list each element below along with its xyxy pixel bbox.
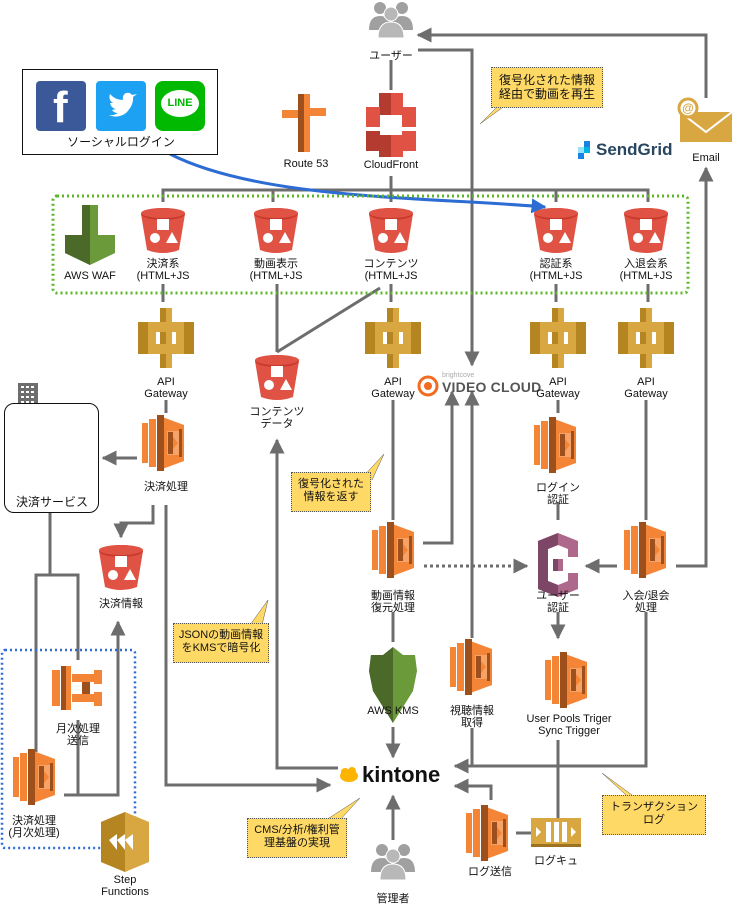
kintone-logo: kintone bbox=[362, 762, 441, 787]
payment-service-label: 決済サービス bbox=[15, 495, 89, 509]
users-icon bbox=[368, 1, 414, 39]
s3-payment-info-label: 決済情報 bbox=[99, 598, 143, 610]
sendgrid-logo-icon bbox=[578, 141, 590, 159]
lambda-member-icon bbox=[624, 522, 666, 578]
cognito-icon bbox=[538, 533, 578, 597]
cloudfront-label: CloudFront bbox=[363, 159, 419, 171]
step-functions-label: Step Functions bbox=[101, 874, 149, 898]
social-login-group: f LINE ソーシャルログイン bbox=[22, 69, 218, 155]
s3-auth-label: 認証系 (HTML+JS bbox=[529, 258, 583, 282]
note-decrypted-return: 復号化された 情報を返す bbox=[291, 472, 371, 512]
apigw-member-icon bbox=[618, 308, 674, 368]
note-cms-platform: CMS/分析/権利管 理基盤の実現 bbox=[247, 818, 347, 858]
sqs-queue-icon bbox=[531, 818, 581, 847]
apigw-auth-label: API Gateway bbox=[536, 376, 580, 400]
lambda-member-label: 入会/退会 処理 bbox=[622, 590, 670, 614]
s3-payment-label: 決済系 (HTML+JS bbox=[136, 258, 190, 282]
lambda-payment-label: 決済処理 bbox=[144, 481, 188, 493]
s3-video-label: 動画表示 (HTML+JS bbox=[249, 258, 303, 282]
waf-group bbox=[51, 194, 690, 295]
lambda-userpool-label: User Pools Triger Sync Trigger bbox=[526, 713, 612, 737]
note-pointer-tx bbox=[601, 772, 633, 796]
line-icon[interactable]: LINE bbox=[155, 81, 205, 131]
kms-label: AWS KMS bbox=[367, 705, 419, 717]
line-email-user bbox=[416, 27, 708, 98]
waf-label: AWS WAF bbox=[64, 270, 116, 282]
sendgrid-logo: SendGrid bbox=[596, 140, 673, 159]
note-transaction-log: トランザクション ログ bbox=[602, 795, 706, 835]
line-bus bbox=[161, 188, 650, 202]
line-logo-text: LINE bbox=[167, 97, 193, 109]
payment-service-box: 決済サービス bbox=[4, 403, 99, 513]
social-login-arrow bbox=[169, 152, 547, 214]
svg-text:@: @ bbox=[682, 101, 694, 115]
apigw-payment-label: API Gateway bbox=[144, 376, 188, 400]
kms-icon bbox=[369, 647, 417, 723]
kintone-logo-icon bbox=[340, 767, 358, 782]
line-user-videocloud bbox=[418, 48, 480, 367]
social-login-label: ソーシャルログイン bbox=[67, 135, 175, 149]
note-decrypted-playback: 復号化された情報 経由で動画を再生 bbox=[491, 67, 603, 108]
step-functions-group bbox=[0, 648, 137, 850]
s3-member-icon bbox=[624, 208, 668, 253]
twitter-icon[interactable] bbox=[96, 81, 146, 131]
cloudfront-icon bbox=[366, 93, 416, 157]
s3-video-icon bbox=[254, 208, 298, 253]
note-pointer-json bbox=[249, 599, 269, 626]
note-pointer-cms bbox=[325, 797, 361, 821]
apigw-auth-icon bbox=[530, 308, 586, 368]
waf-icon bbox=[65, 205, 115, 265]
lambda-payment-icon bbox=[142, 415, 184, 471]
apigw-member-label: API Gateway bbox=[624, 376, 668, 400]
video-cloud-name: VIDEO CLOUD bbox=[442, 379, 542, 395]
apigw-content-icon bbox=[365, 308, 421, 368]
cognito-label: ユーザー 認証 bbox=[536, 590, 580, 614]
lambda-log-send-label: ログ送信 bbox=[468, 866, 512, 878]
admin-label: 管理者 bbox=[376, 893, 410, 905]
lambda-video-restore-label: 動画情報 復元処理 bbox=[371, 590, 415, 614]
sqs-queue-label: ログキュ bbox=[534, 855, 578, 867]
lambda-monthly-payment-label: 決済処理 (月次処理) bbox=[8, 815, 60, 839]
lambda-view-info-label: 視聴情報 取得 bbox=[450, 705, 494, 729]
s3-content-icon bbox=[369, 208, 413, 253]
ecs-monthly-send-icon bbox=[52, 666, 102, 710]
facebook-icon[interactable]: f bbox=[36, 81, 86, 132]
email-label: Email bbox=[692, 152, 720, 164]
lambda-userpool-icon bbox=[545, 652, 587, 708]
apigw-payment-icon bbox=[138, 308, 194, 368]
connectors bbox=[34, 27, 714, 840]
s3-member-label: 入退会系 (HTML+JS bbox=[619, 258, 673, 282]
lambda-login-label: ログイン 認証 bbox=[536, 482, 580, 506]
video-cloud-logo-icon bbox=[417, 375, 439, 397]
lambda-log-send-icon bbox=[466, 805, 508, 861]
note-json-kms: JSONの動画情報 をKMSで暗号化 bbox=[173, 623, 269, 663]
s3-auth-icon bbox=[534, 208, 578, 253]
s3-content-label: コンテンツ (HTML+JS bbox=[363, 258, 419, 282]
apigw-content-label: API Gateway bbox=[371, 376, 415, 400]
lambda-video-restore-icon bbox=[372, 522, 414, 578]
s3-payment-info-icon bbox=[99, 545, 143, 590]
user-label: ユーザー bbox=[369, 50, 413, 62]
step-functions-icon bbox=[101, 812, 149, 872]
lambda-monthly-payment-icon bbox=[13, 749, 55, 805]
video-cloud-brand: brightcove bbox=[442, 372, 475, 379]
lambda-login-icon bbox=[534, 417, 576, 473]
route53-icon bbox=[282, 94, 326, 152]
admin-users-icon bbox=[370, 843, 416, 881]
route53-label: Route 53 bbox=[283, 158, 329, 170]
s3-content-data-icon bbox=[255, 355, 299, 400]
email-icon: @ bbox=[677, 97, 733, 142]
s3-content-data-label: コンテンツ データ bbox=[249, 406, 305, 430]
s3-payment-icon bbox=[141, 208, 185, 253]
ecs-monthly-send-label: 月次処理 送信 bbox=[56, 723, 100, 747]
lambda-view-info-icon bbox=[450, 639, 492, 695]
